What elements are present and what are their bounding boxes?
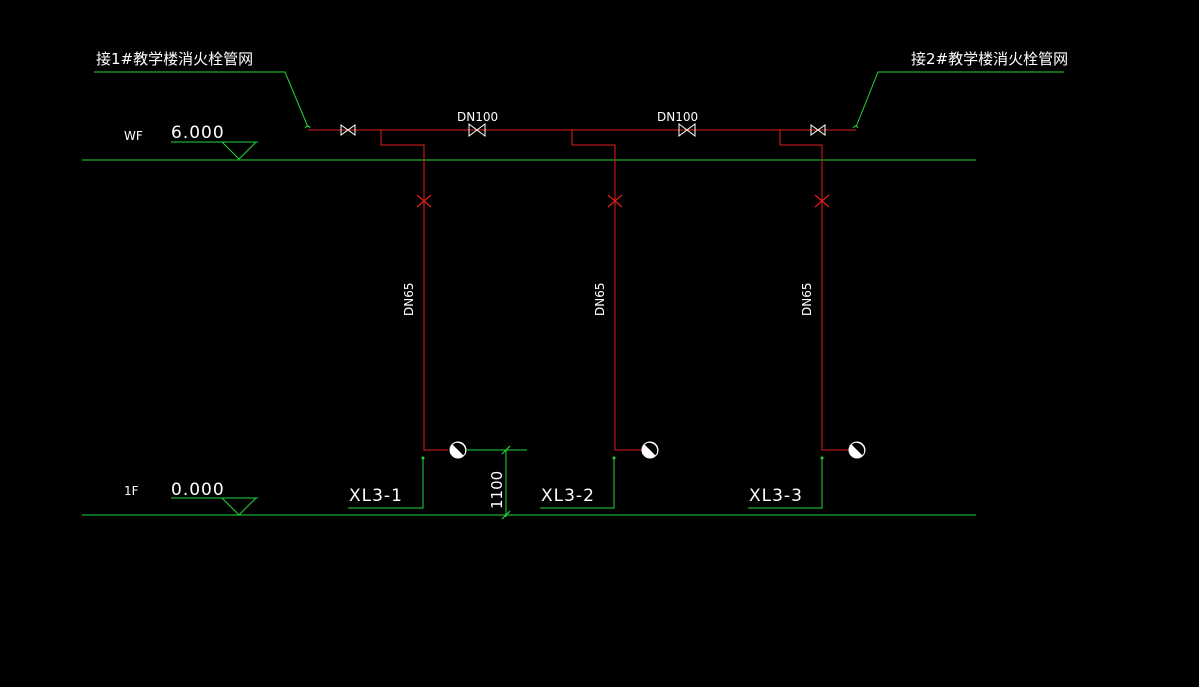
dimension-hydrant-height: 1100 (466, 445, 527, 520)
riser-id-label: XL3-3 (749, 486, 803, 506)
gate-valve-icon (810, 124, 826, 136)
connection-label-left: 接1#教学楼消火栓管网 (96, 50, 253, 68)
level-elevation-wf: 6.000 (171, 123, 225, 143)
riser-xl3-3: DN65 XL3-3 (748, 130, 866, 509)
level-label-wf: WF (124, 129, 143, 143)
level-marker-wf: WF 6.000 (124, 123, 258, 160)
fire-hydrant-icon (641, 441, 659, 459)
gate-valve-icon (340, 124, 356, 136)
riser-id-label: XL3-2 (541, 486, 595, 506)
level-label-1f: 1F (124, 484, 139, 498)
riser-size-label: DN65 (800, 283, 814, 317)
fire-hydrant-icon (848, 441, 866, 459)
riser-id-label: XL3-1 (349, 486, 403, 506)
riser-size-label: DN65 (402, 283, 416, 317)
level-elevation-1f: 0.000 (171, 480, 225, 500)
dimension-value: 1100 (488, 471, 506, 509)
level-marker-1f: 1F 0.000 (124, 480, 258, 516)
connection-label-right: 接2#教学楼消火栓管网 (911, 50, 1068, 68)
butterfly-valve-icon (607, 194, 623, 208)
riser-size-label: DN65 (593, 283, 607, 317)
elevation-marker-icon (171, 141, 258, 160)
butterfly-valve-icon (814, 194, 830, 208)
gate-valve-icon (678, 123, 696, 137)
fire-hydrant-icon (449, 441, 467, 459)
gate-valve-icon (468, 123, 486, 137)
main-pipe-size-right: DN100 (657, 110, 698, 124)
riser-xl3-2: DN65 XL3-2 (540, 130, 659, 509)
elevation-marker-icon (171, 497, 258, 516)
riser-xl3-1: DN65 XL3-1 (348, 130, 467, 509)
connection-leader-left: 接1#教学楼消火栓管网 (94, 50, 311, 129)
main-pipe-size-left: DN100 (457, 110, 498, 124)
connection-leader-right: 接2#教学楼消火栓管网 (852, 50, 1068, 129)
butterfly-valve-icon (416, 194, 432, 208)
